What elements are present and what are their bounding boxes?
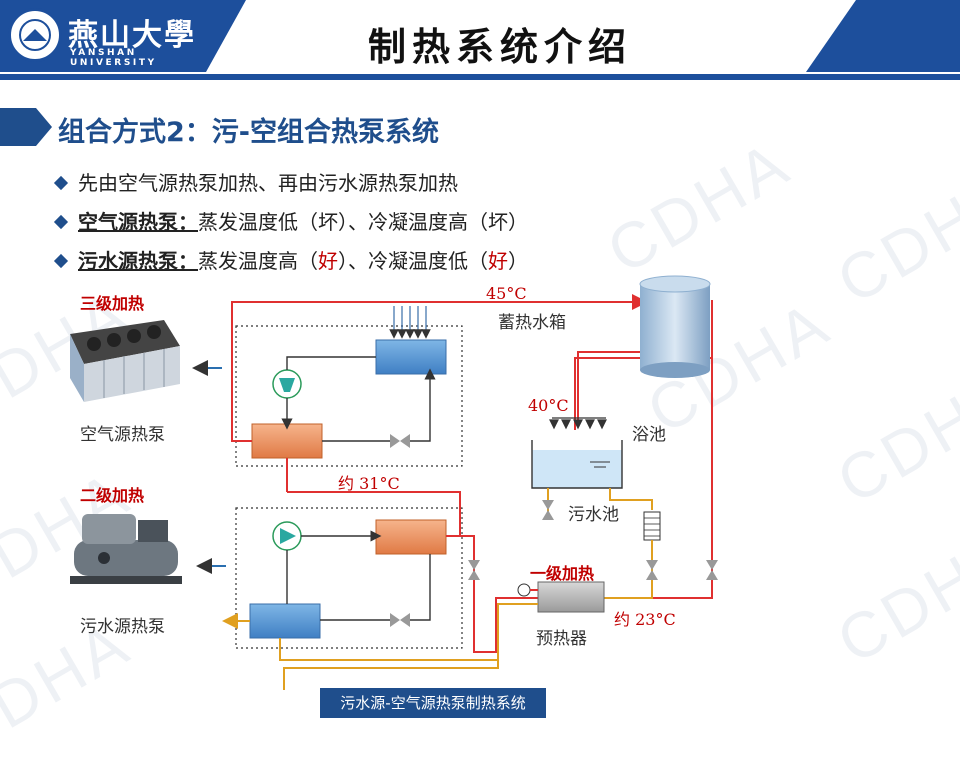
- university-seal-icon: [8, 8, 62, 62]
- storage-tank-icon: [639, 275, 711, 378]
- university-name-cn: 燕山大學: [68, 18, 196, 53]
- valve-icon: [468, 500, 718, 580]
- bullet-text: ）: [508, 249, 528, 273]
- good-text: 好: [318, 249, 338, 273]
- bullet-label: 空气源热泵：: [78, 210, 198, 234]
- water-source-heat-pump-image: [70, 514, 182, 584]
- bullet-text: 先由空气源热泵加热、再由污水源热泵加热: [78, 171, 458, 195]
- water-condenser: [375, 519, 447, 555]
- header-band: [0, 0, 960, 80]
- compressor-body: [279, 378, 295, 392]
- sewage-pool-label: 污水池: [568, 505, 619, 525]
- figure-caption: 污水源-空气源热泵制热系统: [320, 688, 546, 718]
- water-evaporator: [249, 603, 321, 639]
- pump-icon: [517, 583, 531, 597]
- system-diagram: [192, 275, 718, 690]
- bath-tank-icon: [531, 440, 623, 489]
- water-heat-pump-unit-box: [235, 507, 463, 649]
- shower-heads-icon: [549, 417, 607, 430]
- air-heat-pump-unit-box: [235, 325, 463, 467]
- section-arrow-icon: [0, 108, 52, 146]
- section-title: 组合方式2：污-空组合热泵系统: [58, 117, 439, 148]
- stage2-label: 二级加热: [80, 486, 145, 505]
- university-logo: 燕山大學 YANSHAN UNIVERSITY: [8, 6, 204, 68]
- university-name-en: YANSHAN UNIVERSITY: [70, 48, 157, 68]
- stage3-label: 三级加热: [80, 294, 145, 313]
- temp-45: 45°C: [486, 284, 527, 303]
- air-source-heat-pump-image: [70, 320, 180, 402]
- air-pump-label: 空气源热泵: [80, 425, 165, 445]
- bullet-text: 蒸发温度高（: [198, 249, 318, 273]
- bullet-label: 污水源热泵：: [78, 249, 198, 273]
- bullet-text: ）、冷凝温度低（: [338, 249, 488, 273]
- bullet-text: 蒸发温度低（坏）、冷凝温度高（坏）: [198, 210, 528, 234]
- preheater-box: [537, 581, 605, 613]
- expansion-valve-icon: [390, 434, 410, 448]
- slide-header: 燕山大學 YANSHAN UNIVERSITY 制热系统介绍: [0, 0, 960, 82]
- preheater-label: 预热器: [536, 629, 587, 649]
- page-title: 制热系统介绍: [367, 25, 632, 69]
- water-pump-label: 污水源热泵: [80, 617, 165, 637]
- bullet-item: 污水源热泵：蒸发温度高（好）、冷凝温度低（好）: [53, 245, 528, 274]
- stage1-label: 一级加热: [530, 564, 595, 583]
- tank-label: 蓄热水箱: [498, 313, 566, 333]
- air-condenser: [251, 423, 323, 459]
- wind-arrows-icon: [389, 306, 431, 339]
- temp-40: 40°C: [528, 396, 569, 415]
- temp-31: 约 31°C: [338, 474, 400, 493]
- tank-outlet-pipe: [577, 351, 640, 420]
- expansion-valve-icon: [390, 613, 410, 627]
- bullet-item: 空气源热泵：蒸发温度低（坏）、冷凝温度高（坏）: [53, 206, 528, 235]
- bullet-item: 先由空气源热泵加热、再由污水源热泵加热: [53, 167, 458, 196]
- temp-23: 约 23°C: [614, 610, 676, 629]
- air-evaporator: [375, 339, 447, 375]
- bath-label: 浴池: [632, 425, 666, 445]
- good-text: 好: [488, 249, 508, 273]
